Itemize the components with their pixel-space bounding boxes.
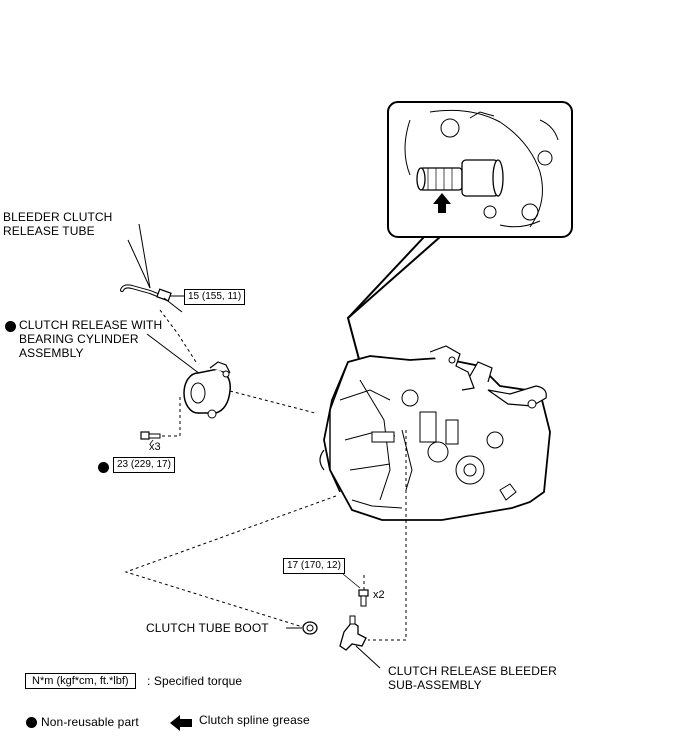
cylinder-label: CLUTCH RELEASE WITH BEARING CYLINDER ASS…: [19, 318, 163, 360]
tube-boot-label: CLUTCH TUBE BOOT: [146, 621, 269, 635]
cylinder-bolt-quantity: x3: [149, 441, 161, 453]
spline-detail-inset: [346, 101, 573, 364]
legend-nonreusable-text: Non-reusable part: [41, 715, 139, 729]
legend-torque-text: : Specified torque: [147, 674, 243, 688]
cylinder-bolt: [140, 431, 161, 445]
clutch-release-bleeder-sub-assembly: [339, 615, 381, 669]
legend-torque-box: N*m (kgf*cm, ft.*lbf): [25, 673, 136, 689]
bleeder-tube-label: BLEEDER CLUTCH RELEASE TUBE: [3, 210, 113, 238]
bleeder-bolt-torque-box: 17 (170, 12): [283, 558, 345, 574]
clutch-tube-boot: [286, 621, 318, 635]
nonreusable-marker-icon: [5, 321, 16, 332]
legend-nonreusable-icon: [26, 717, 37, 728]
nonreusable-marker-icon: [98, 462, 109, 473]
cylinder-bolt-torque-box: 23 (229, 17): [113, 457, 175, 473]
bleeder-clutch-release-tube: [120, 239, 186, 313]
bleeder-bolt: [342, 573, 369, 607]
bleeder-bolt-quantity: x2: [373, 589, 385, 601]
transaxle-assembly: [319, 345, 551, 521]
grease-arrow-icon: [433, 193, 451, 213]
tube-torque-box: 15 (155, 11): [184, 289, 246, 305]
bleeder-sub-assembly-label: CLUTCH RELEASE BLEEDER SUB-ASSEMBLY: [388, 664, 557, 692]
legend-grease-text: Clutch spline grease: [199, 713, 310, 727]
